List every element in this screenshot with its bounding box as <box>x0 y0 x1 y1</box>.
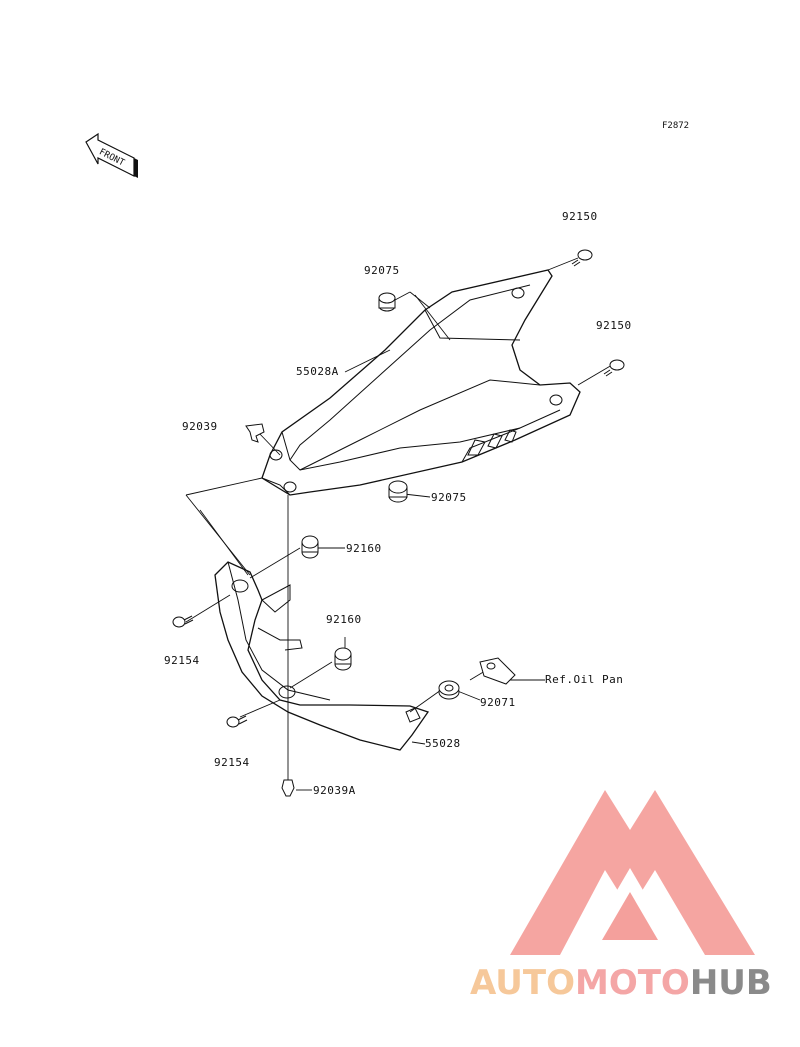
label-92039a: 92039A <box>313 784 356 797</box>
figure-code: F2872 <box>662 121 690 131</box>
clip-92039a <box>281 779 295 797</box>
clip-92039 <box>245 423 265 443</box>
label-55028: 55028 <box>425 737 461 750</box>
upper-cover-55028a <box>261 269 581 496</box>
automotohub-watermark: AUTOMOTOHUB <box>470 790 800 1000</box>
bolt-92154-lower <box>226 715 248 728</box>
watermark-triangle-icon <box>510 790 755 955</box>
watermark-moto: MOTO <box>574 963 690 1003</box>
label-92160-upper: 92160 <box>346 542 382 555</box>
label-92075-bottom: 92075 <box>431 491 467 504</box>
watermark-auto: AUTO <box>470 963 575 1003</box>
label-92154-lower: 92154 <box>214 756 250 769</box>
grommet-92075-top <box>378 292 396 312</box>
label-92160-lower: 92160 <box>326 613 362 626</box>
grommet-92071 <box>438 680 460 700</box>
label-92154-upper: 92154 <box>164 654 200 667</box>
label-ref-oil-pan: Ref.Oil Pan <box>545 673 624 686</box>
watermark-hub: HUB <box>689 963 772 1003</box>
front-arrow-icon: FRONT <box>85 132 138 178</box>
label-92039: 92039 <box>182 420 218 433</box>
label-92150-top: 92150 <box>562 210 598 223</box>
bolt-92150-right <box>603 359 625 377</box>
label-92071: 92071 <box>480 696 516 709</box>
bracket-oil-pan <box>479 657 516 685</box>
label-92150-right: 92150 <box>596 319 632 332</box>
label-55028a: 55028A <box>296 365 339 378</box>
grommet-92075-bottom <box>388 480 408 503</box>
lower-cover-55028 <box>214 561 430 751</box>
leader-lines <box>185 257 613 791</box>
bolt-92150-top <box>571 249 593 267</box>
grommet-92160-lower <box>334 647 352 671</box>
label-92075-top: 92075 <box>364 264 400 277</box>
watermark-text: AUTOMOTOHUB <box>470 966 772 1000</box>
grommet-92160-upper <box>301 535 319 559</box>
bolt-92154-upper <box>172 615 194 628</box>
